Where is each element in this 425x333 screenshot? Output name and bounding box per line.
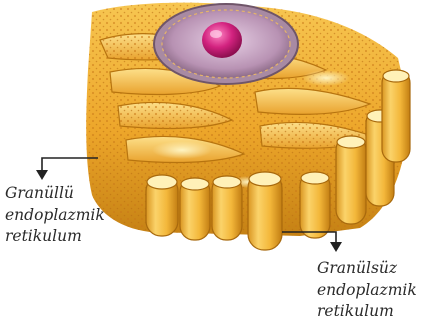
nucleolus: [202, 22, 242, 58]
smooth-er-label-line: endoplazmik: [317, 280, 417, 302]
smooth-er-label: Granülsüz endoplazmik retikulum: [317, 258, 417, 323]
rough-er-label-line: retikulum: [5, 226, 105, 248]
nucleus: [154, 4, 298, 84]
smooth-er-label-line: Granülsüz: [317, 258, 417, 280]
rough-er-label-line: Granüllü: [5, 183, 105, 205]
rough-er-label-line: endoplazmik: [5, 205, 105, 227]
smooth-er-label-line: retikulum: [317, 301, 417, 323]
arrowhead-down-icon: [330, 242, 342, 252]
rough-er-label: Granüllü endoplazmik retikulum: [5, 183, 105, 248]
arrowhead-down-icon: [36, 170, 48, 180]
